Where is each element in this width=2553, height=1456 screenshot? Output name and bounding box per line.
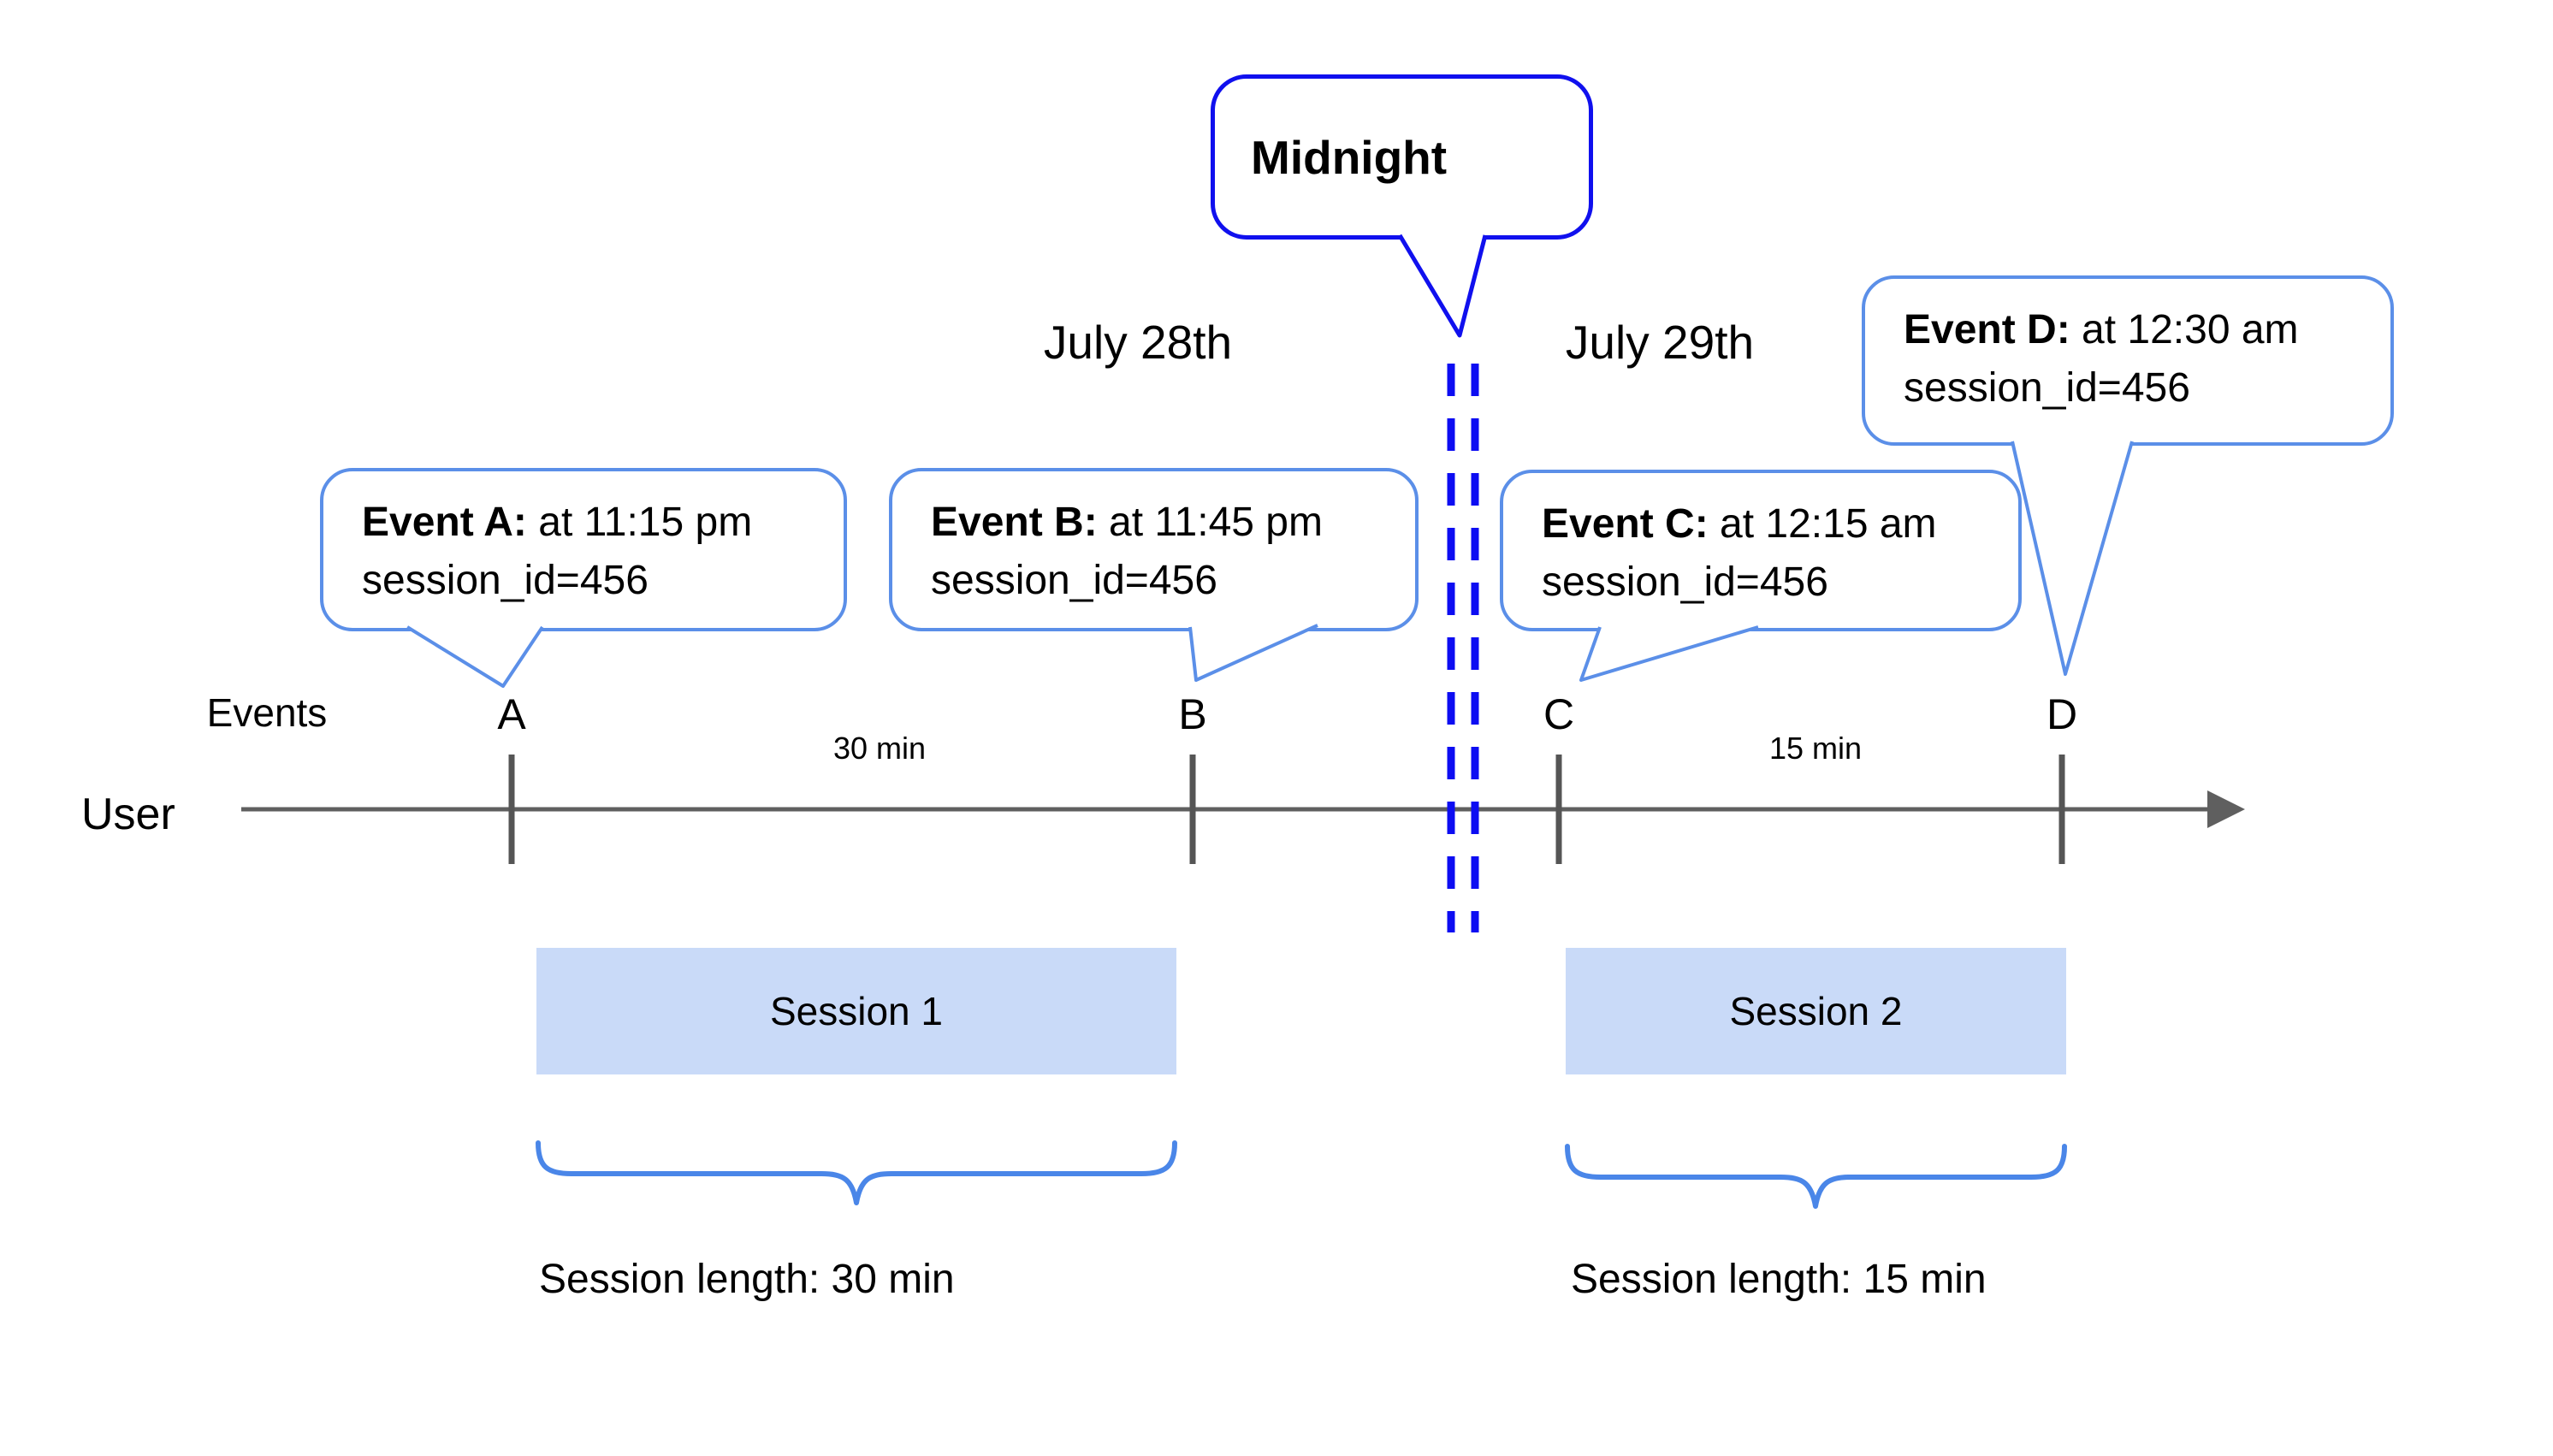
event-a-session-id: session_id=456: [362, 558, 649, 603]
event-a-callout-tail: [406, 625, 544, 688]
event-d-time: at 12:30 am: [2070, 307, 2299, 352]
events-axis-label: Events: [206, 690, 328, 735]
event-a-callout: Event A: at 11:15 pm session_id=456: [320, 468, 847, 631]
event-c-text-line1: Event C: at 12:15 am: [1542, 495, 2001, 553]
date-july-29: July 29th: [1565, 316, 1755, 369]
event-d-text-line1: Event D: at 12:30 am: [1904, 301, 2373, 359]
tick-label-b: B: [1178, 690, 1207, 738]
midnight-callout: Midnight: [1211, 74, 1593, 240]
midnight-callout-tail: [1397, 234, 1488, 338]
tick-label-a: A: [497, 690, 526, 738]
event-d-title: Event D:: [1904, 307, 2070, 352]
event-b-session-id: session_id=456: [931, 558, 1217, 603]
event-b-text-line1: Event B: at 11:45 pm: [931, 494, 1398, 552]
event-b-time: at 11:45 pm: [1097, 500, 1323, 545]
event-c-callout: Event C: at 12:15 am session_id=456: [1500, 470, 2022, 631]
session1-brace: [536, 1140, 1177, 1205]
session-1-label: Session 1: [769, 989, 943, 1033]
event-d-session-id: session_id=456: [1904, 365, 2190, 411]
session-1-box: Session 1: [536, 948, 1176, 1074]
event-c-time: at 12:15 am: [1708, 501, 1937, 547]
event-b-callout: Event B: at 11:45 pm session_id=456: [889, 468, 1419, 631]
event-b-title: Event B:: [931, 500, 1098, 545]
timeline-arrowhead-icon: [2207, 790, 2245, 828]
event-c-title: Event C:: [1542, 501, 1709, 547]
event-a-title: Event A:: [362, 500, 527, 545]
event-a-time: at 11:15 pm: [526, 500, 753, 545]
event-d-callout: Event D: at 12:30 am session_id=456: [1862, 275, 2394, 446]
event-b-callout-tail: [1188, 624, 1318, 682]
event-c-callout-tail: [1579, 625, 1759, 682]
tick-label-d: D: [2046, 690, 2078, 738]
gap-label-15min: 15 min: [1768, 731, 1863, 766]
event-a-text-line1: Event A: at 11:15 pm: [362, 494, 826, 552]
session-2-length-label: Session length: 15 min: [1571, 1257, 1987, 1302]
session2-brace: [1565, 1144, 2067, 1209]
date-july-28: July 28th: [1043, 316, 1233, 369]
midnight-label: Midnight: [1251, 130, 1448, 184]
user-axis-label: User: [81, 790, 175, 839]
event-c-session-id: session_id=456: [1542, 559, 1828, 605]
gap-label-30min: 30 min: [832, 731, 927, 766]
tick-label-c: C: [1543, 690, 1575, 738]
event-d-callout-tail: [2011, 441, 2134, 676]
session-2-box: Session 2: [1566, 948, 2066, 1074]
session-1-length-label: Session length: 30 min: [539, 1257, 955, 1302]
session-2-label: Session 2: [1729, 989, 1903, 1033]
